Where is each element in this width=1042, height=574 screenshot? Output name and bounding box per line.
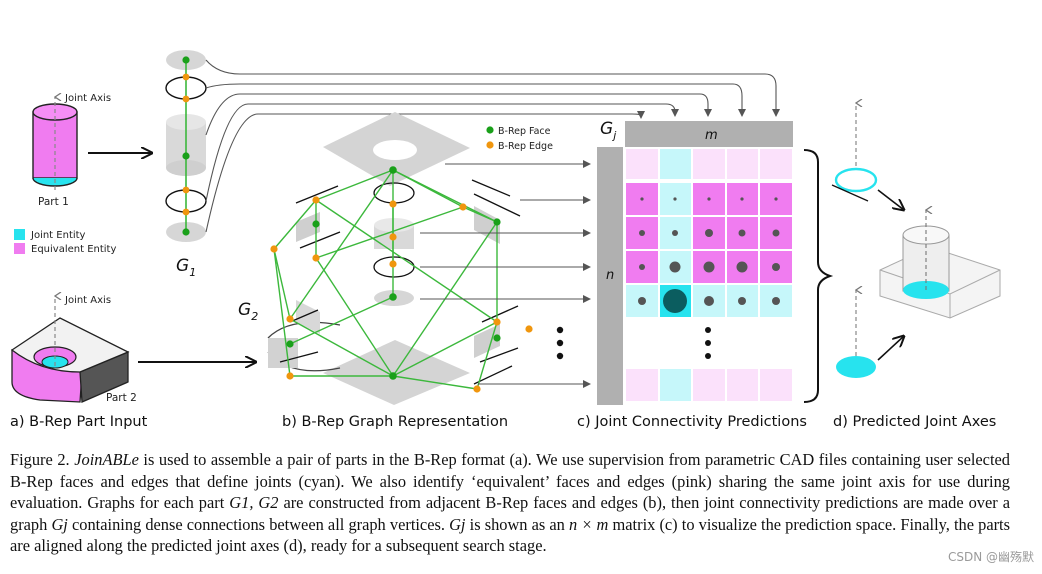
part1-label: Part 1 <box>38 196 69 208</box>
legend-equivalent-label: Equivalent Entity <box>31 244 116 255</box>
legend-joint-label: Joint Entity <box>30 230 86 241</box>
legend-edge-dot <box>486 141 494 149</box>
caption-figure-label: Figure 2. <box>10 450 70 469</box>
caption-text-3: containing dense connections between all… <box>72 514 445 534</box>
caption-text-2: are constructed from adjacent B-Rep face… <box>10 493 1010 534</box>
subcaption-d: d) Predicted Joint Axes <box>833 414 997 430</box>
matrix-m-label: m <box>705 128 718 143</box>
joint-axis-label-bottom: Joint Axis <box>64 295 111 306</box>
subcaption-a: a) B-Rep Part Input <box>10 414 148 430</box>
caption-gj: Gj <box>51 514 68 534</box>
part1-cylinder <box>32 97 78 190</box>
part2-label: Part 2 <box>106 392 137 404</box>
caption-text-5: matrix (c) to visualize the prediction s… <box>10 514 1010 556</box>
caption-gj-again: Gj <box>449 514 466 534</box>
legend-equivalent-swatch <box>14 243 25 254</box>
caption-n-by-m: n × m <box>569 514 609 534</box>
caption-text-1: is used to assemble a pair of parts in t… <box>10 450 1010 513</box>
caption-g-pair: G1, G2 <box>229 493 279 513</box>
gj-label: Gj <box>600 119 617 142</box>
g2-exploded-part <box>267 112 564 405</box>
legend-face-dot <box>486 126 494 134</box>
g2-to-matrix-connectors <box>420 160 591 388</box>
subcaption-c: c) Joint Connectivity Predictions <box>577 414 807 430</box>
watermark: CSDN @幽殇默 <box>947 550 1034 564</box>
caption-text-4: is shown as an <box>469 514 565 534</box>
figure-caption: Figure 2. JoinABLe is used to assemble a… <box>10 449 1010 557</box>
legend-edge-label: B-Rep Edge <box>498 141 553 152</box>
g1-exploded-part <box>165 50 207 242</box>
gj-matrix <box>597 121 834 405</box>
predicted-joint-axes <box>831 103 1001 378</box>
legend-face-label: B-Rep Face <box>498 126 551 137</box>
g2-label: G2 <box>238 300 258 323</box>
caption-method-name: JoinABLe <box>74 450 139 469</box>
subcaption-b: b) B-Rep Graph Representation <box>282 414 509 430</box>
g1-label: G1 <box>176 256 196 279</box>
joint-axis-label-top: Joint Axis <box>64 93 111 104</box>
figure-canvas: Joint Axis Part 1 Joint Entity Equivalen… <box>10 50 1001 405</box>
g1-to-matrix-connectors <box>205 59 780 233</box>
part2-block <box>10 296 130 403</box>
matrix-n-label: n <box>606 268 614 283</box>
legend-joint-swatch <box>14 229 25 240</box>
